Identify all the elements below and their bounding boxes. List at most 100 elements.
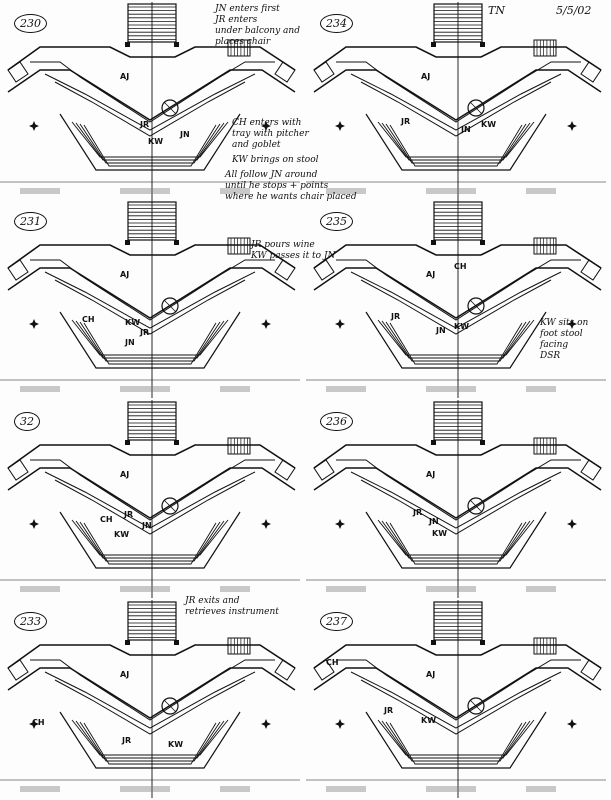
right-stairs [533,437,557,455]
star-mark-icon [567,121,577,131]
star-mark-icon [261,719,271,729]
star-mark-icon [567,719,577,729]
character-mark: CH [32,718,45,727]
pillar-circle [467,297,485,315]
right-stairs [533,39,557,57]
right-stairs [227,237,251,255]
note-line: KW sits on [540,318,589,328]
stage-diagram [306,600,606,798]
character-mark: JR [413,508,423,517]
character-mark: JR [140,120,150,129]
character-mark: AJ [426,470,436,479]
star-mark-icon [29,719,39,729]
character-mark: JN [125,338,135,347]
panel-number: 237 [320,612,353,631]
star-mark-icon [567,519,577,529]
star-mark-icon [29,519,39,529]
character-mark: JR [391,312,401,321]
right-stairs [533,637,557,655]
note-line: and goblet [232,140,281,150]
note-line: CH enters with [232,118,302,128]
right-stairs [227,39,251,57]
character-mark: KW [148,137,164,146]
character-mark: CH [454,262,467,271]
pillar-circle [161,497,179,515]
note-line: where he wants chair placed [225,192,357,202]
pillar-circle [161,697,179,715]
note-line: until he stops + points [225,181,329,191]
right-stairs [533,237,557,255]
stage-diagram [0,400,300,598]
note-line: retrieves instrument [185,607,279,617]
panel-number: 32 [14,412,40,431]
panel-number: 234 [320,14,353,33]
character-mark: KW [421,716,437,725]
note-line: foot stool facing [540,329,583,350]
character-mark: JR [124,510,134,519]
panel-number: 233 [14,612,47,631]
star-mark-icon [335,319,345,329]
panel-number: 235 [320,212,353,231]
handwritten-note: KW brings on stool [232,155,319,166]
character-mark: KW [168,740,184,749]
character-mark: JN [142,521,152,530]
stage-diagram [0,200,300,398]
header-initials: TN [488,4,505,17]
note-line: KW brings on stool [232,155,319,165]
note-line: JR pours wine [251,240,315,250]
star-mark-icon [335,519,345,529]
character-mark: CH [326,658,339,667]
stage-diagram [0,600,300,798]
stage-diagram [0,2,300,200]
star-mark-icon [567,319,577,329]
character-mark: JN [461,125,471,134]
character-mark: JR [140,328,150,337]
star-mark-icon [261,319,271,329]
character-mark: JN [436,326,446,335]
pillar-circle [467,99,485,117]
note-line: DSR [540,351,561,361]
character-mark: JN [429,517,439,526]
character-mark: JR [401,117,411,126]
note-line: JN enters first [215,4,280,14]
pillar-circle [161,99,179,117]
character-mark: JR [122,736,132,745]
character-mark: AJ [120,270,130,279]
star-mark-icon [261,121,271,131]
character-mark: JR [384,706,394,715]
stage-diagram [306,400,606,598]
character-mark: AJ [426,670,436,679]
panel-number: 231 [14,212,47,231]
pillar-circle [467,697,485,715]
right-stairs [227,637,251,655]
character-mark: AJ [120,670,130,679]
panel-number: 230 [14,14,47,33]
character-mark: JN [180,130,190,139]
note-line: KW passes it to JN [251,251,336,261]
right-stairs [227,437,251,455]
header-date: 5/5/02 [556,4,592,17]
note-line: JR exits and [185,596,240,606]
star-mark-icon [29,121,39,131]
character-mark: KW [432,529,448,538]
character-mark: CH [100,515,113,524]
note-line: places chair [215,37,271,47]
panel-number: 236 [320,412,353,431]
stage-diagram [306,2,606,200]
character-mark: AJ [120,72,130,81]
character-mark: AJ [426,270,436,279]
